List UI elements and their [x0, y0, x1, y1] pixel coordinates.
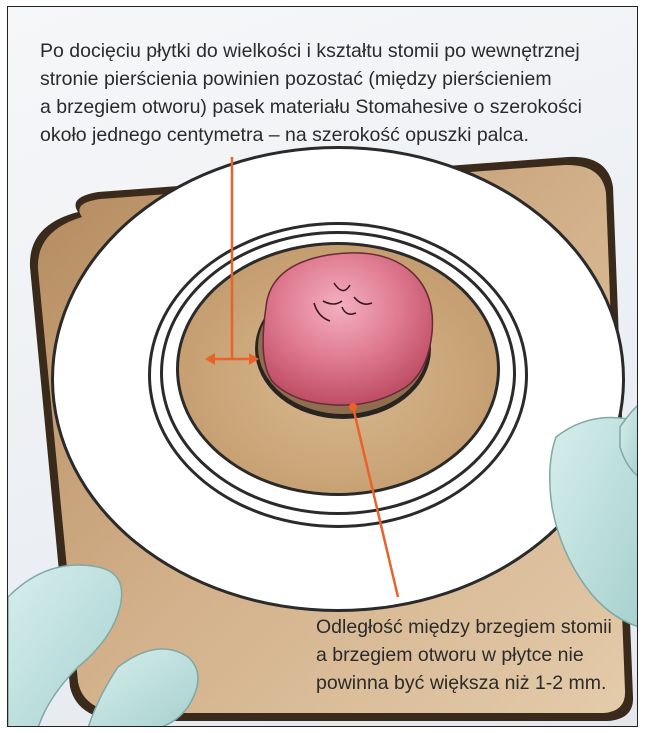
stoma	[263, 253, 432, 405]
bottom-caption-line: Odległość między brzegiem stomii	[316, 613, 626, 641]
illustration-frame: Po docięciu płytki do wielkości i kształ…	[7, 6, 638, 727]
bottom-caption-line: a brzegiem otworu w płytce nie	[316, 641, 626, 669]
top-caption-line: stronie pierścienia powinien pozostać (m…	[40, 65, 600, 93]
bottom-caption: Odległość między brzegiem stomii a brzeg…	[316, 613, 626, 697]
top-caption-line: około jednego centymetra – na szerokość …	[40, 121, 600, 149]
top-caption: Po docięciu płytki do wielkości i kształ…	[40, 37, 600, 149]
top-caption-line: a brzegiem otworu) pasek materiału Stoma…	[40, 93, 600, 121]
bottom-caption-line: powinna być większa niż 1-2 mm.	[316, 669, 626, 697]
top-caption-line: Po docięciu płytki do wielkości i kształ…	[40, 37, 600, 65]
